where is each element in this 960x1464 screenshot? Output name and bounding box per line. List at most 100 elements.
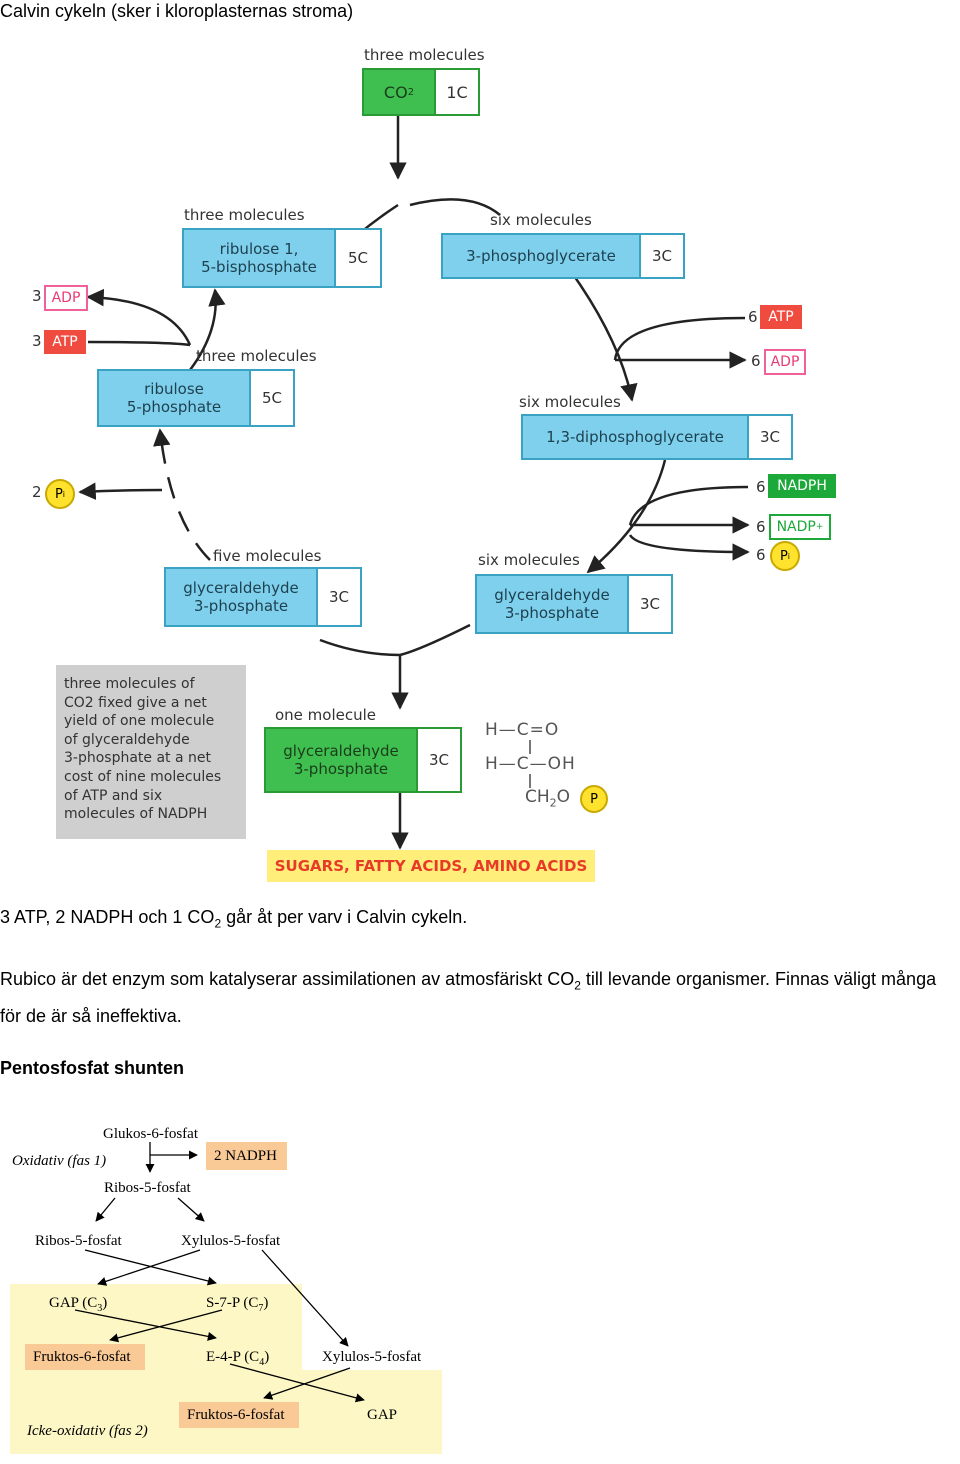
arrow-s7p-fruktos — [109, 1309, 223, 1343]
right-atp-count: 6 — [748, 308, 758, 326]
nonoxidative-bg-right — [302, 1370, 442, 1454]
g3p-one-name-1: glyceraldehyde — [283, 742, 399, 760]
paragraph-2: Rubico är det enzym som katalyserar assi… — [0, 969, 937, 1026]
left-adp-count: 3 — [32, 287, 42, 305]
ribos-5-fosfat-left: Ribos-5-fosfat — [35, 1233, 122, 1249]
xylulos-5-fosfat-right: Xylulos-5-fosfat — [322, 1349, 422, 1365]
note-line: yield of one molecule — [64, 713, 215, 730]
g3p-five-count-label: five molecules — [213, 547, 322, 565]
phosphate-badge: P — [580, 785, 608, 813]
s7p-c7: S-7-P (C7) — [206, 1295, 269, 1314]
r5p-box: ribulose 5-phosphate 5C — [97, 369, 295, 427]
ribos-5-fosfat-top: Ribos-5-fosfat — [104, 1180, 191, 1196]
bpg-carbons: 3C — [749, 416, 791, 458]
note-line: molecules of NADPH — [64, 806, 208, 823]
icke-oxidativ-label: Icke-oxidativ (fas 2) — [27, 1423, 148, 1439]
fruktos-6-fosfat-2: Fruktos-6-fosfat — [179, 1402, 299, 1428]
rubp-name-1: ribulose 1, — [219, 240, 299, 258]
g3p-six-box: glyceraldehyde 3-phosphate 3C — [475, 574, 673, 634]
arrow-xylulos-right — [261, 1249, 349, 1347]
g3p-six-name-2: 3-phosphate — [504, 604, 600, 622]
ppp-arrows — [74, 1142, 365, 1403]
note-line: CO2 fixed give a net — [64, 694, 207, 711]
arrow-xylulos-gap — [97, 1249, 201, 1286]
pi-out-arrow — [78, 482, 163, 500]
r5p-name-2: 5-phosphate — [126, 398, 222, 416]
structure-row-1: H—C=O — [485, 720, 560, 740]
right-atp-badge: ATP — [760, 305, 802, 329]
pga-to-bpg-arrow — [568, 269, 638, 402]
paragraph-1: 3 ATP, 2 NADPH och 1 CO2 går åt per varv… — [0, 907, 468, 931]
pga-name: 3-phosphoglycerate — [443, 235, 641, 277]
arrow-to-ribos-left — [95, 1197, 116, 1222]
note-line: three molecules of — [64, 676, 195, 692]
gap-c3: GAP (C3) — [49, 1295, 108, 1314]
co2-carbons: 1C — [436, 70, 478, 114]
right-nadph-badge: NADPH — [768, 474, 836, 498]
bpg-box: 1,3-diphosphoglycerate 3C — [521, 414, 793, 460]
g3p-one-box: glyceraldehyde 3-phosphate 3C — [264, 727, 462, 793]
arrow-to-xylulos — [177, 1197, 205, 1222]
co2-count-label: three molecules — [364, 46, 485, 64]
g3p-one-carbons: 3C — [418, 729, 460, 791]
r5p-count-label: three molecules — [196, 347, 317, 365]
right-pi-count: 6 — [756, 546, 766, 564]
pi-right-arrow — [628, 534, 750, 561]
r5p-name-1: ribulose — [144, 380, 204, 398]
note-line: of ATP and six — [64, 787, 163, 804]
r5p-carbons: 5C — [251, 371, 293, 425]
adp-out-arrow — [86, 288, 192, 346]
gap-product: GAP — [367, 1407, 398, 1423]
g3p-five-carbons: 3C — [318, 569, 360, 625]
right-nadph-count: 6 — [756, 478, 766, 496]
g3p-to-r5p-arrow — [153, 428, 211, 561]
left-atp-count: 3 — [32, 332, 42, 350]
g3p-five-box: glyceraldehyde 3-phosphate 3C — [164, 567, 362, 627]
arrow-xylulos-fruktos — [263, 1367, 351, 1400]
section-heading: Pentosfosfat shunten — [0, 1058, 185, 1078]
bpg-name: 1,3-diphosphoglycerate — [523, 416, 749, 458]
structure-row-2: H—C—OH — [485, 754, 576, 774]
right-nadp-badge: NADP+ — [769, 514, 831, 540]
rubp-name-2: 5-bisphosphate — [201, 258, 317, 276]
bpg-to-g3p-arrow — [586, 459, 667, 574]
note-line: of glyceraldehyde — [64, 731, 190, 748]
g3p-one-name-2: 3-phosphate — [293, 760, 389, 778]
structure-bond — [529, 740, 531, 754]
sugars-banner: SUGARS, FATTY ACIDS, AMINO ACIDS — [267, 850, 595, 882]
net-yield-note: three molecules of CO2 fixed give a net … — [56, 665, 246, 839]
bpg-count-label: six molecules — [519, 393, 621, 411]
right-adp-badge: ADP — [764, 349, 806, 375]
rubp-carbons: 5C — [336, 230, 380, 286]
rubp-count-label: three molecules — [184, 206, 305, 224]
g3p-six-name-1: glyceraldehyde — [494, 586, 610, 604]
g3p-five-name-1: glyceraldehyde — [183, 579, 299, 597]
structure-bond — [529, 774, 531, 788]
oxidativ-label: Oxidativ (fas 1) — [12, 1153, 107, 1169]
right-adp-count: 6 — [751, 352, 761, 370]
nadph-product: 2 NADPH — [206, 1142, 287, 1170]
left-adp-badge: ADP — [44, 285, 88, 311]
page-title: Calvin cykeln (sker i kloroplasternas st… — [0, 1, 354, 21]
xylulos-5-fosfat-top: Xylulos-5-fosfat — [181, 1233, 281, 1249]
calvin-cycle-diagram — [78, 112, 750, 850]
g3p-six-count-label: six molecules — [478, 551, 580, 569]
e4p-c4: E-4-P (C4) — [206, 1349, 270, 1368]
structure-row-3: CH2O — [525, 787, 571, 810]
note-line: cost of nine molecules — [64, 768, 222, 785]
glukos-6-fosfat: Glukos-6-fosfat — [103, 1126, 198, 1142]
pga-carbons: 3C — [641, 235, 683, 277]
note-line: 3-phosphate at a net — [64, 750, 211, 767]
r5p-to-rubp-arrow — [188, 288, 226, 371]
left-atp-badge: ATP — [44, 330, 86, 354]
rubp-box: ribulose 1, 5-bisphosphate 5C — [182, 228, 382, 288]
pga-count-label: six molecules — [490, 211, 592, 229]
g3p-one-count-label: one molecule — [275, 706, 377, 724]
right-nadp-count: 6 — [756, 518, 766, 536]
arrow-gap-e4p — [74, 1309, 217, 1341]
pga-box: 3-phosphoglycerate 3C — [441, 233, 685, 279]
